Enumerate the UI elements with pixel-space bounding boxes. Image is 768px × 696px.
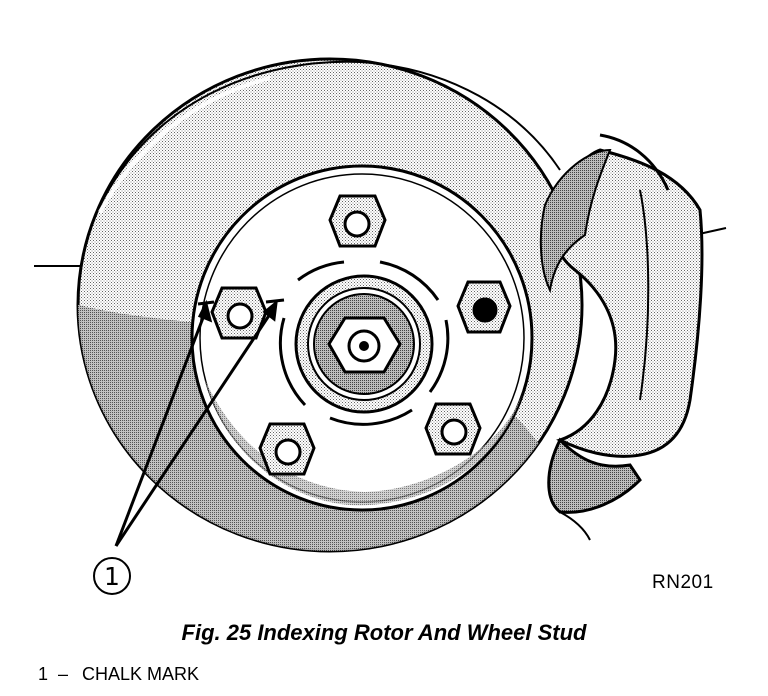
lug-nut-left	[210, 286, 268, 340]
legend-number: 1	[38, 664, 49, 684]
callout-number: 1	[104, 562, 120, 591]
callout-leaders	[114, 299, 278, 547]
chalk-ring	[278, 260, 450, 426]
legend-item: 1–CHALK MARK	[38, 664, 199, 685]
lug-nut-bottom-left	[258, 422, 316, 476]
legend-separator: –	[58, 664, 69, 684]
figure-caption: Fig. 25 Indexing Rotor And Wheel Stud	[181, 620, 587, 645]
reference-code: RN201	[652, 572, 714, 593]
center-hub	[294, 274, 434, 414]
lug-nut-bottom-right	[424, 402, 482, 456]
brake-caliper	[539, 133, 704, 541]
lug-nut-top	[328, 194, 387, 248]
callout-1: 1	[93, 557, 131, 595]
lug-nut-right	[456, 280, 512, 334]
legend-label: CHALK MARK	[82, 664, 200, 684]
lug-nuts	[210, 194, 512, 476]
